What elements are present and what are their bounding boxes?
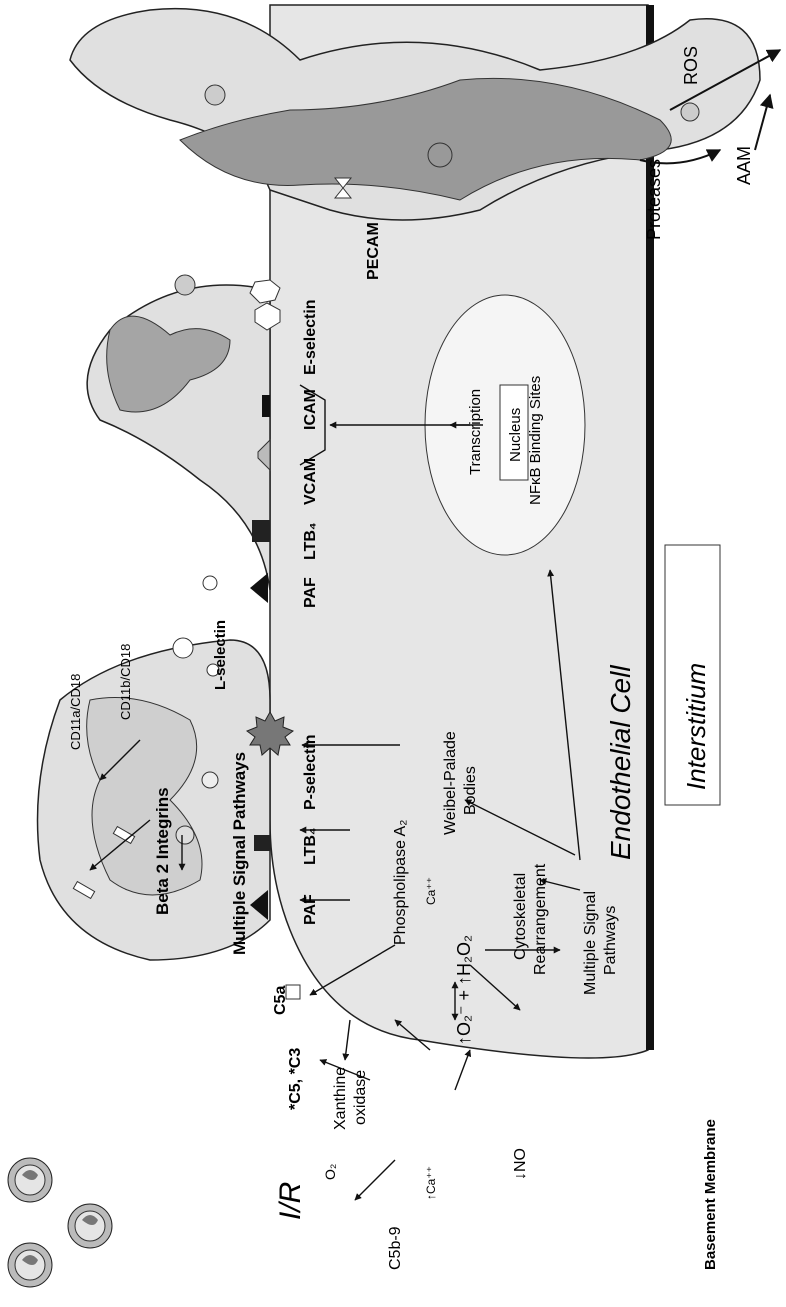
vcam-label: VCAM (302, 458, 319, 505)
icam-receptor-bar (262, 395, 270, 417)
neutrophil-2 (86, 274, 281, 591)
p-selectin-star-icon (245, 710, 295, 756)
c5a-receptor-icon (285, 984, 301, 1000)
protease-ros-arrows (639, 49, 782, 165)
ros-label: ROS (681, 46, 701, 85)
ltb4-receptor-square-1 (254, 835, 270, 851)
aam-label: AAM (734, 146, 754, 185)
ca-small-label: Ca⁺⁺ (424, 877, 438, 905)
pecam-label: PECAM (365, 222, 382, 280)
proteases-label: Proteases (644, 159, 664, 240)
ltb4-receptor-square-2 (252, 520, 270, 542)
cd11a-label: CD11a/CD18 (68, 674, 83, 750)
o2-label: O₂ (322, 1164, 338, 1180)
cd11a-marker (72, 880, 96, 900)
cd11b-marker (112, 825, 136, 845)
ltb4-label-1: LTB₄ (302, 827, 319, 865)
interstitium-box (664, 544, 721, 806)
ltb4-label-2: LTB₄ (302, 522, 319, 560)
interstitium-label: Interstitium (681, 663, 711, 790)
arrows (89, 384, 581, 1201)
ir-label: I/R (274, 1182, 307, 1220)
paf-receptor-triangle-2 (250, 573, 268, 603)
no-label: ↓NO (512, 1148, 529, 1180)
cytoskeletal-label-1: Cytoskeletal (512, 873, 529, 960)
cytoskeletal-label-2: Rearrangement (532, 863, 549, 975)
transcription-label: Transcription (467, 389, 484, 475)
nucleus-box (499, 384, 529, 481)
nucleus-label: Nucleus (507, 408, 524, 462)
paf-receptor-triangle-1 (250, 890, 268, 920)
xanthine-label: Xanthine (332, 1067, 349, 1130)
c5-c3-label: *C5, *C3 (287, 1048, 304, 1110)
weibel-palade-label-1: Weibel-Palade (442, 731, 459, 835)
vcam-receptor-icon (257, 438, 271, 472)
basement-membrane (646, 5, 654, 1050)
endothelial-cell-label: Endothelial Cell (605, 665, 636, 860)
weibel-palade-label-2: Bodies (462, 766, 479, 815)
e-selectin-hexagon-icon (254, 302, 281, 331)
l-selectin-label: L-selectin (212, 620, 229, 690)
icam-label: ICAM (302, 389, 319, 430)
ca-label: ↑Ca⁺⁺ (424, 1166, 438, 1200)
circulating-neutrophil-icon (67, 1203, 113, 1249)
phospholipase-label: Phospholipase A₂ (392, 820, 409, 945)
oxidase-label: oxidase (352, 1070, 369, 1125)
neutrophil-1 (36, 637, 271, 961)
basement-membrane-label: Basement Membrane (702, 1119, 719, 1270)
nfkb-label: NFκB Binding Sites (527, 376, 544, 505)
paf-label-1: PAF (302, 894, 319, 925)
e-selectin-label: E-selectin (302, 299, 319, 375)
cd11b-label: CD11b/CD18 (118, 644, 133, 720)
neutrophil-3-transmigrating (69, 7, 761, 221)
circulating-neutrophil-icon (7, 1242, 53, 1288)
beta2-integrins-label: Beta 2 Integrins (153, 787, 172, 915)
p-selectin-label: P-selectin (302, 734, 319, 810)
superoxide-label: ↑O₂⁻ + ↑H₂O₂ (454, 935, 474, 1045)
pecam-bowtie-icon (333, 177, 353, 199)
c5b9-label: C5b-9 (387, 1226, 404, 1270)
c5a-label: C5a (272, 986, 289, 1015)
circulating-neutrophil-icon (7, 1157, 53, 1203)
paf-label-2: PAF (302, 577, 319, 608)
multiple-signal-pathways-upper: Multiple Signal Pathways (230, 752, 249, 955)
multiple-signal-pathways-lower-1: Multiple Signal (582, 891, 599, 995)
multiple-signal-pathways-lower-2: Pathways (602, 906, 619, 975)
